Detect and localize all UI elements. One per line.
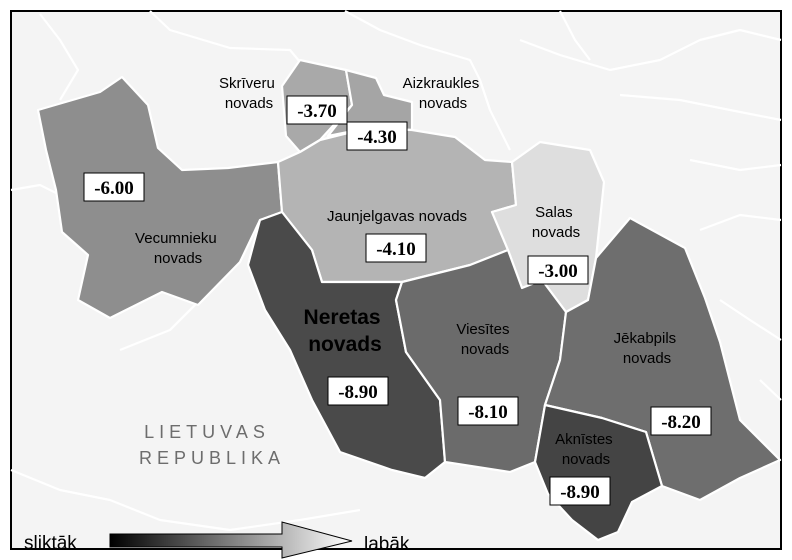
label-vecumnieku: Vecumnieku novads	[135, 230, 221, 267]
label-jekabpils: Jēkabpils novads	[614, 330, 681, 367]
label-viesites: Viesītes novads	[456, 321, 513, 358]
legend-worse: sliktāk	[24, 533, 77, 554]
svg-text:-8.20: -8.20	[661, 412, 701, 433]
value-neretas: -8.90	[327, 376, 389, 406]
label-aknistes: Aknīstes novads	[555, 431, 617, 468]
label-jaunjelgavas: Jaunjelgavas novads	[327, 208, 467, 225]
svg-text:-8.90: -8.90	[338, 382, 378, 403]
svg-text:-6.00: -6.00	[94, 178, 134, 199]
value-boxes: -6.00 -3.70 -4.30 -4.10 -3.00 -8.90 -8.1…	[83, 95, 712, 506]
value-vecumnieku: -6.00	[83, 172, 145, 202]
label-skriveru: Skrīveru novads	[219, 75, 279, 112]
country-label: LIETUVAS REPUBLIKA	[139, 422, 285, 468]
value-aknistes: -8.90	[549, 476, 611, 506]
value-salas: -3.00	[527, 255, 589, 285]
region-labels: Skrīveru novads Aizkraukles novads Vecum…	[135, 75, 681, 468]
value-jekabpils: -8.20	[650, 406, 712, 436]
value-jaunjelgavas: -4.10	[365, 233, 427, 263]
svg-text:-8.90: -8.90	[560, 482, 600, 503]
label-salas: Salas novads	[532, 204, 580, 241]
value-viesites: -8.10	[457, 396, 519, 426]
value-aizkraukles: -4.30	[346, 121, 408, 151]
svg-text:-4.10: -4.10	[376, 239, 416, 260]
svg-text:-4.30: -4.30	[357, 127, 397, 148]
legend: sliktāk labāk	[24, 521, 410, 559]
regions	[36, 58, 782, 542]
value-skriveru: -3.70	[286, 95, 348, 125]
region-aknistes[interactable]	[533, 403, 664, 542]
svg-text:-8.10: -8.10	[468, 402, 508, 423]
svg-text:-3.00: -3.00	[538, 261, 578, 282]
svg-text:-3.70: -3.70	[297, 101, 337, 122]
label-neretas: Neretas novads	[304, 306, 387, 356]
label-aizkraukles: Aizkraukles novads	[403, 75, 484, 112]
region-vecumnieku[interactable]	[36, 75, 284, 320]
legend-better: labāk	[364, 534, 410, 555]
legend-gradient-arrow	[109, 521, 353, 559]
background-borders	[10, 10, 782, 532]
